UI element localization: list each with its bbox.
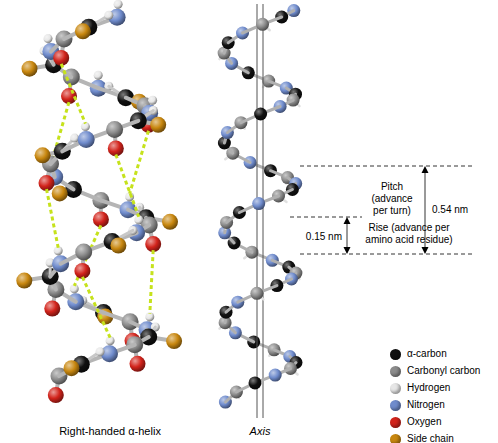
legend-swatch xyxy=(390,383,401,394)
legend-text: Carbonyl carbon xyxy=(407,365,480,377)
axis-line xyxy=(263,4,264,418)
atom-ball xyxy=(35,147,51,163)
atom-ball xyxy=(254,108,267,121)
atom-ball xyxy=(130,356,146,372)
atom-ball xyxy=(96,347,105,356)
figure-label: 0.15 nm xyxy=(292,231,343,243)
legend-text: Side chain xyxy=(407,433,454,443)
atom-ball xyxy=(44,301,60,317)
atom-ball xyxy=(110,238,126,254)
legend-swatch xyxy=(390,417,401,428)
atom-ball xyxy=(114,0,123,9)
atom-ball xyxy=(150,117,166,133)
atom-ball xyxy=(44,34,53,43)
legend-text: Hydrogen xyxy=(407,382,450,394)
backbone-helix xyxy=(218,4,303,418)
figure-label: Rise (advance per amino acid residue) xyxy=(355,222,463,246)
atom-ball xyxy=(166,333,182,349)
pitch-bottom-dash xyxy=(300,254,472,255)
atom-ball xyxy=(74,263,90,279)
atom-ball xyxy=(39,175,55,191)
hydrogen-bond xyxy=(116,154,139,216)
atom-ball xyxy=(162,214,178,230)
pitch-top-dash xyxy=(300,166,472,167)
rise-arrow xyxy=(347,221,348,250)
figure-label: Pitch (advance per turn) xyxy=(364,181,420,217)
label-patch: 0.15 nm xyxy=(305,231,343,242)
atom-ball xyxy=(252,197,265,210)
atom-ball xyxy=(22,61,38,77)
atom-ball xyxy=(75,243,92,260)
legend-text: Nitrogen xyxy=(407,399,445,411)
legend-text: α-carbon xyxy=(407,348,447,360)
atom-ball xyxy=(249,376,262,389)
atom-ball xyxy=(106,121,123,138)
atom-ball xyxy=(256,18,269,31)
legend-swatch xyxy=(390,366,401,377)
atom-ball xyxy=(250,287,263,300)
atom-ball xyxy=(108,140,124,156)
atom-ball xyxy=(148,96,157,105)
figure-label: Right-handed α-helix xyxy=(35,425,185,438)
hydrogen-bond xyxy=(82,277,110,338)
legend-swatch xyxy=(390,434,401,443)
legend-swatch xyxy=(390,349,401,360)
atom-ball xyxy=(75,23,91,39)
rise-top-dash xyxy=(290,217,362,218)
legend-swatch xyxy=(390,400,401,411)
atom-ball xyxy=(104,11,113,20)
atom-ball xyxy=(61,88,77,104)
hydrogen-bond xyxy=(150,250,153,314)
atom-ball xyxy=(53,50,69,66)
atom-ball xyxy=(93,211,109,227)
atom-ball xyxy=(64,360,80,376)
hydrogen-bond xyxy=(130,131,149,194)
rise-arrowheads xyxy=(344,217,351,254)
atom-ball xyxy=(52,185,68,201)
hydrogen-bond xyxy=(61,64,85,124)
atom-ball xyxy=(269,369,282,382)
hydrogen-bond xyxy=(47,189,59,248)
figure-label: 0.54 nm xyxy=(432,204,490,216)
axis-line xyxy=(257,4,258,418)
atom-ball xyxy=(16,273,32,289)
hydrogen-bond xyxy=(74,225,101,285)
figure-label: Axis xyxy=(230,425,290,438)
ball-stick-helix xyxy=(16,0,182,403)
atom-ball xyxy=(94,71,103,80)
legend-text: Oxygen xyxy=(407,416,441,428)
atom-ball xyxy=(70,134,79,143)
atom-ball xyxy=(145,236,161,252)
atom-ball xyxy=(78,131,95,148)
atom-ball xyxy=(48,387,64,403)
